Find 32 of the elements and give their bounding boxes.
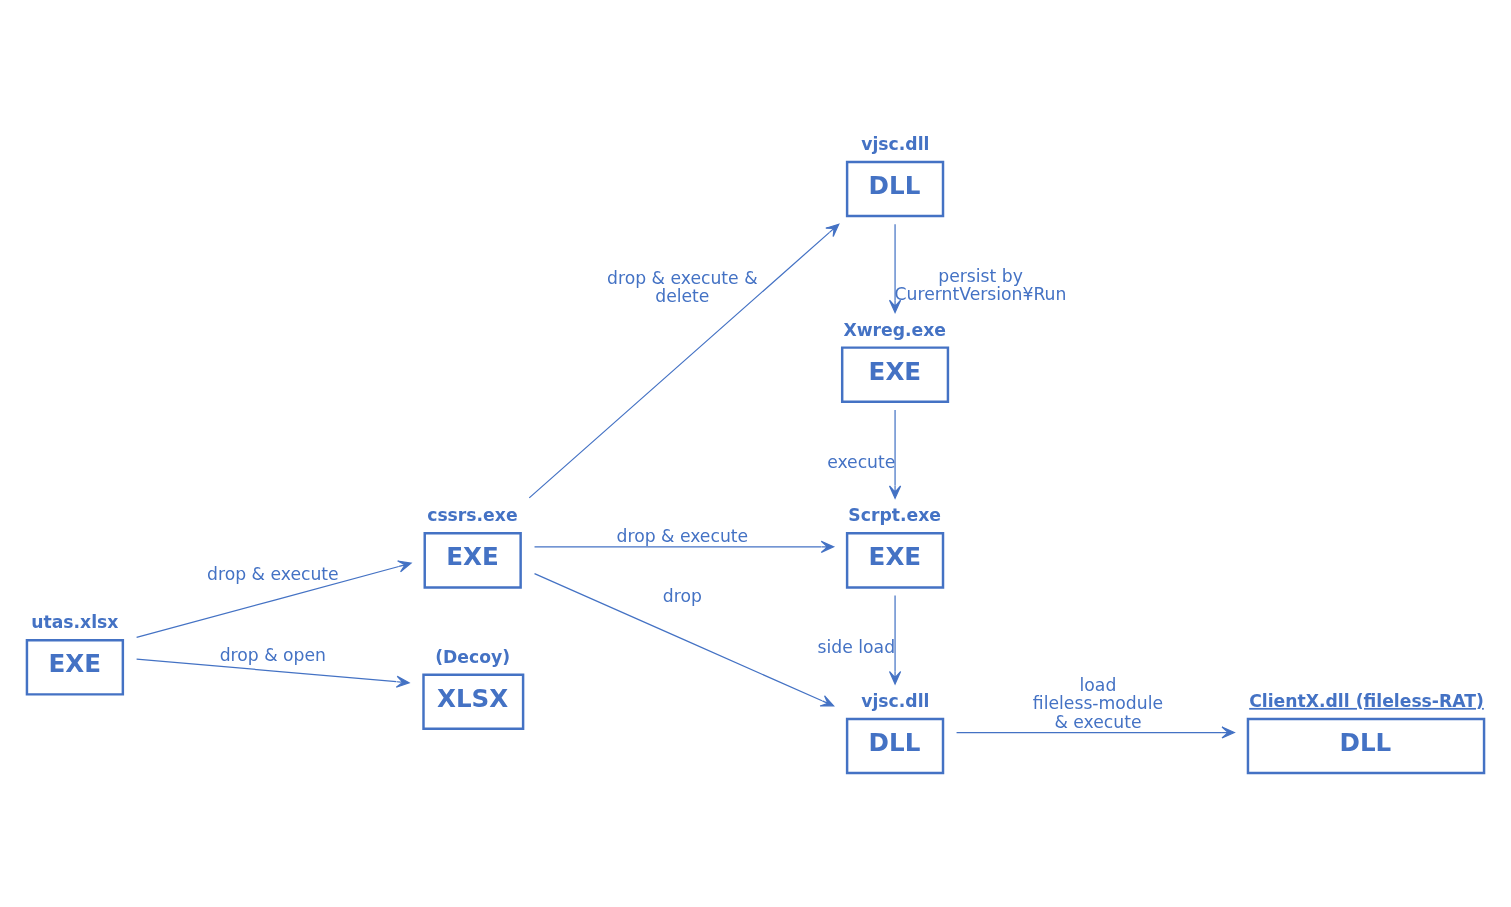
node-label: utas.xlsx [31,611,119,632]
arrow [533,540,835,553]
node-label: Scrpt.exe [848,504,941,525]
node-label: ClientX.dll (fileless-RAT) [1249,690,1484,711]
edge-label: drop & execute [616,525,749,546]
arrow [136,559,412,638]
node-label: vjsc.dll [861,133,930,154]
edge-label: drop & execute & delete [607,267,758,306]
arrow [888,223,902,313]
arrow [955,725,1235,739]
node-box: DLL [845,717,945,774]
arrow [888,594,902,685]
node-box: EXE [25,638,125,696]
arrow [533,572,835,707]
node-label: cssrs.exe [427,504,518,525]
edge-label: drop & execute [207,563,339,584]
node-box: EXE [845,531,945,589]
edge-label: side load [817,636,896,657]
node-box: EXE [423,531,522,589]
node-box: DLL [1246,717,1486,774]
arrow [888,408,902,499]
node-label: Xwreg.exe [843,319,947,340]
node-box: XLSX [422,673,525,730]
edge-label: drop [662,585,702,606]
arrow [136,657,410,688]
arrow [528,223,840,499]
node-label: (Decoy) [435,646,511,667]
edge-label: load fileless-module & execute [1032,674,1164,732]
node-box: DLL [845,160,945,217]
node-box: EXE [840,345,950,403]
node-label: vjsc.dll [861,690,930,711]
edge-label: drop & open [219,644,327,665]
